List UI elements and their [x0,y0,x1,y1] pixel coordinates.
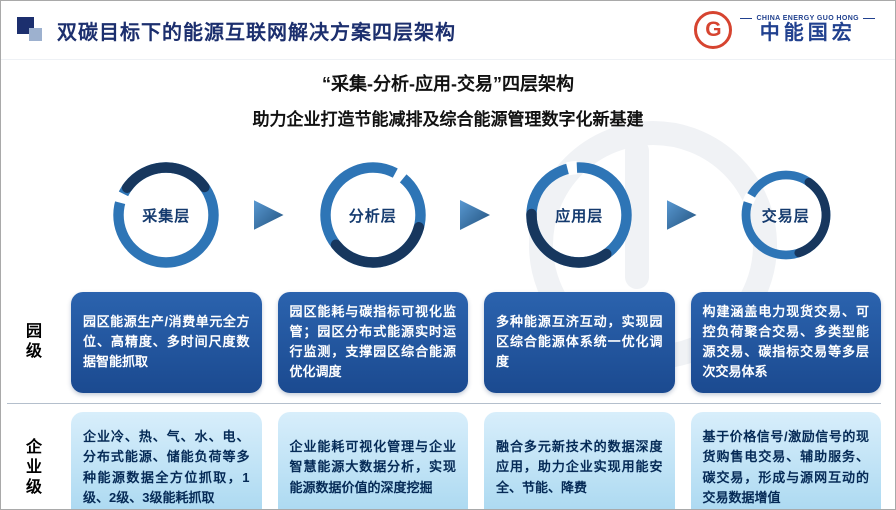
company-logo-text: CHINA ENERGY GUO HONG 中能国宏 [740,15,875,45]
layer-ring-svg [318,160,427,270]
layer-ring-svg [740,169,832,261]
flow-arrow-icon [253,200,284,230]
company-logo: G CHINA ENERGY GUO HONG 中能国宏 [694,11,875,49]
header: 双碳目标下的能源互联网解决方案四层架构 G CHINA ENERGY GUO H… [1,1,895,60]
slide-mark-square-light [29,28,42,41]
layer-cell-apply: 应用层 [460,158,675,272]
enterprise-cell-text: 企业冷、热、气、水、电、分布式能源、储能负荷等多种能源数据全方位抓取，1级、2级… [83,429,250,505]
enterprise-cell-text: 基于价格信号/激励信号的现货购售电交易、辅助服务、碳交易，形成与源网互动的交易数… [702,429,870,505]
park-cell-text: 构建涵盖电力现货交易、可控负荷聚合交易、多类型能源交易、碳指标交易等多层次交易体… [702,304,870,380]
enterprise-cell-trade: 基于价格信号/激励信号的现货购售电交易、辅助服务、碳交易，形成与源网互动的交易数… [690,411,881,509]
intro-subtitle: 助力企业打造节能减排及综合能源管理数字化新基建 [252,110,644,129]
layer-label: 交易层 [761,207,810,225]
company-name-en: CHINA ENERGY GUO HONG [740,15,875,22]
layer-cell-analyze: 分析层 [253,158,469,272]
company-name-en-text: CHINA ENERGY GUO HONG [756,15,859,22]
enterprise-cell-collect: 企业冷、热、气、水、电、分布式能源、储能负荷等多种能源数据全方位抓取，1级、2级… [71,411,262,509]
park-cell-text: 园区能源生产/消费单元全方位、高精度、多时间尺度数据智能抓取 [83,314,250,370]
row-label-enterprise: 企业级 [23,437,40,498]
park-cell-collect: 园区能源生产/消费单元全方位、高精度、多时间尺度数据智能抓取 [71,292,262,393]
flow-arrow-icon [666,200,697,230]
enterprise-cell-apply: 融合多元新技术的数据深度应用，助力企业实现用能安全、节能、降费 [484,411,675,509]
park-cell-text: 园区能耗与碳指标可视化监管；园区分布式能源实时运行监测，支撑园区综合能源优化调度 [289,304,457,380]
layer-cell-collect: 采集层 [71,158,262,272]
enterprise-cell-analyze: 企业能耗可视化管理与企业智慧能源大数据分析，实现能源数据价值的深度挖掘 [277,411,468,509]
row-label-park: 园级 [23,322,40,363]
layer-label: 采集层 [142,207,191,225]
flow-arrow-icon [460,200,490,230]
page-title: 双碳目标下的能源互联网解决方案四层架构 [57,21,456,44]
slide-mark-icon [17,15,47,45]
layer-label: 应用层 [555,207,604,225]
enterprise-cell-text: 企业能耗可视化管理与企业智慧能源大数据分析，实现能源数据价值的深度挖掘 [289,439,457,495]
park-cell-trade: 构建涵盖电力现货交易、可控负荷聚合交易、多类型能源交易、碳指标交易等多层次交易体… [690,292,881,393]
park-cell-text: 多种能源互济互动，实现园区综合能源体系统一优化调度 [496,314,663,370]
layer-ring: 应用层 [522,158,636,272]
row-divider [7,402,881,404]
logo-line-left-icon [740,18,753,19]
intro: “采集-分析-应用-交易”四层架构 助力企业打造节能减排及综合能源管理数字化新基… [1,70,895,130]
company-name-zh: 中能国宏 [759,22,856,44]
layers-row: 采集层 分析层 应用层 [1,142,895,288]
layer-ring: 交易层 [738,167,834,263]
enterprise-level-row: 企业级 企业冷、热、气、水、电、分布式能源、储能负荷等多种能源数据全方位抓取，1… [1,411,895,509]
layer-ring: 采集层 [109,158,223,272]
logo-line-right-icon [863,18,875,19]
layer-ring-svg [112,160,221,270]
layer-ring: 分析层 [316,158,430,272]
layer-cell-trade: 交易层 [666,167,882,263]
park-cell-apply: 多种能源互济互动，实现园区综合能源体系统一优化调度 [484,292,675,393]
park-level-row: 园级 园区能源生产/消费单元全方位、高精度、多时间尺度数据智能抓取 园区能耗与碳… [1,292,895,393]
layer-label: 分析层 [348,207,397,225]
layer-ring-svg [525,160,634,270]
park-cell-analyze: 园区能耗与碳指标可视化监管；园区分布式能源实时运行监测，支撑园区综合能源优化调度 [277,292,468,393]
enterprise-cell-text: 融合多元新技术的数据深度应用，助力企业实现用能安全、节能、降费 [496,439,663,495]
intro-title: “采集-分析-应用-交易”四层架构 [322,74,574,94]
company-logo-icon: G [694,11,733,49]
